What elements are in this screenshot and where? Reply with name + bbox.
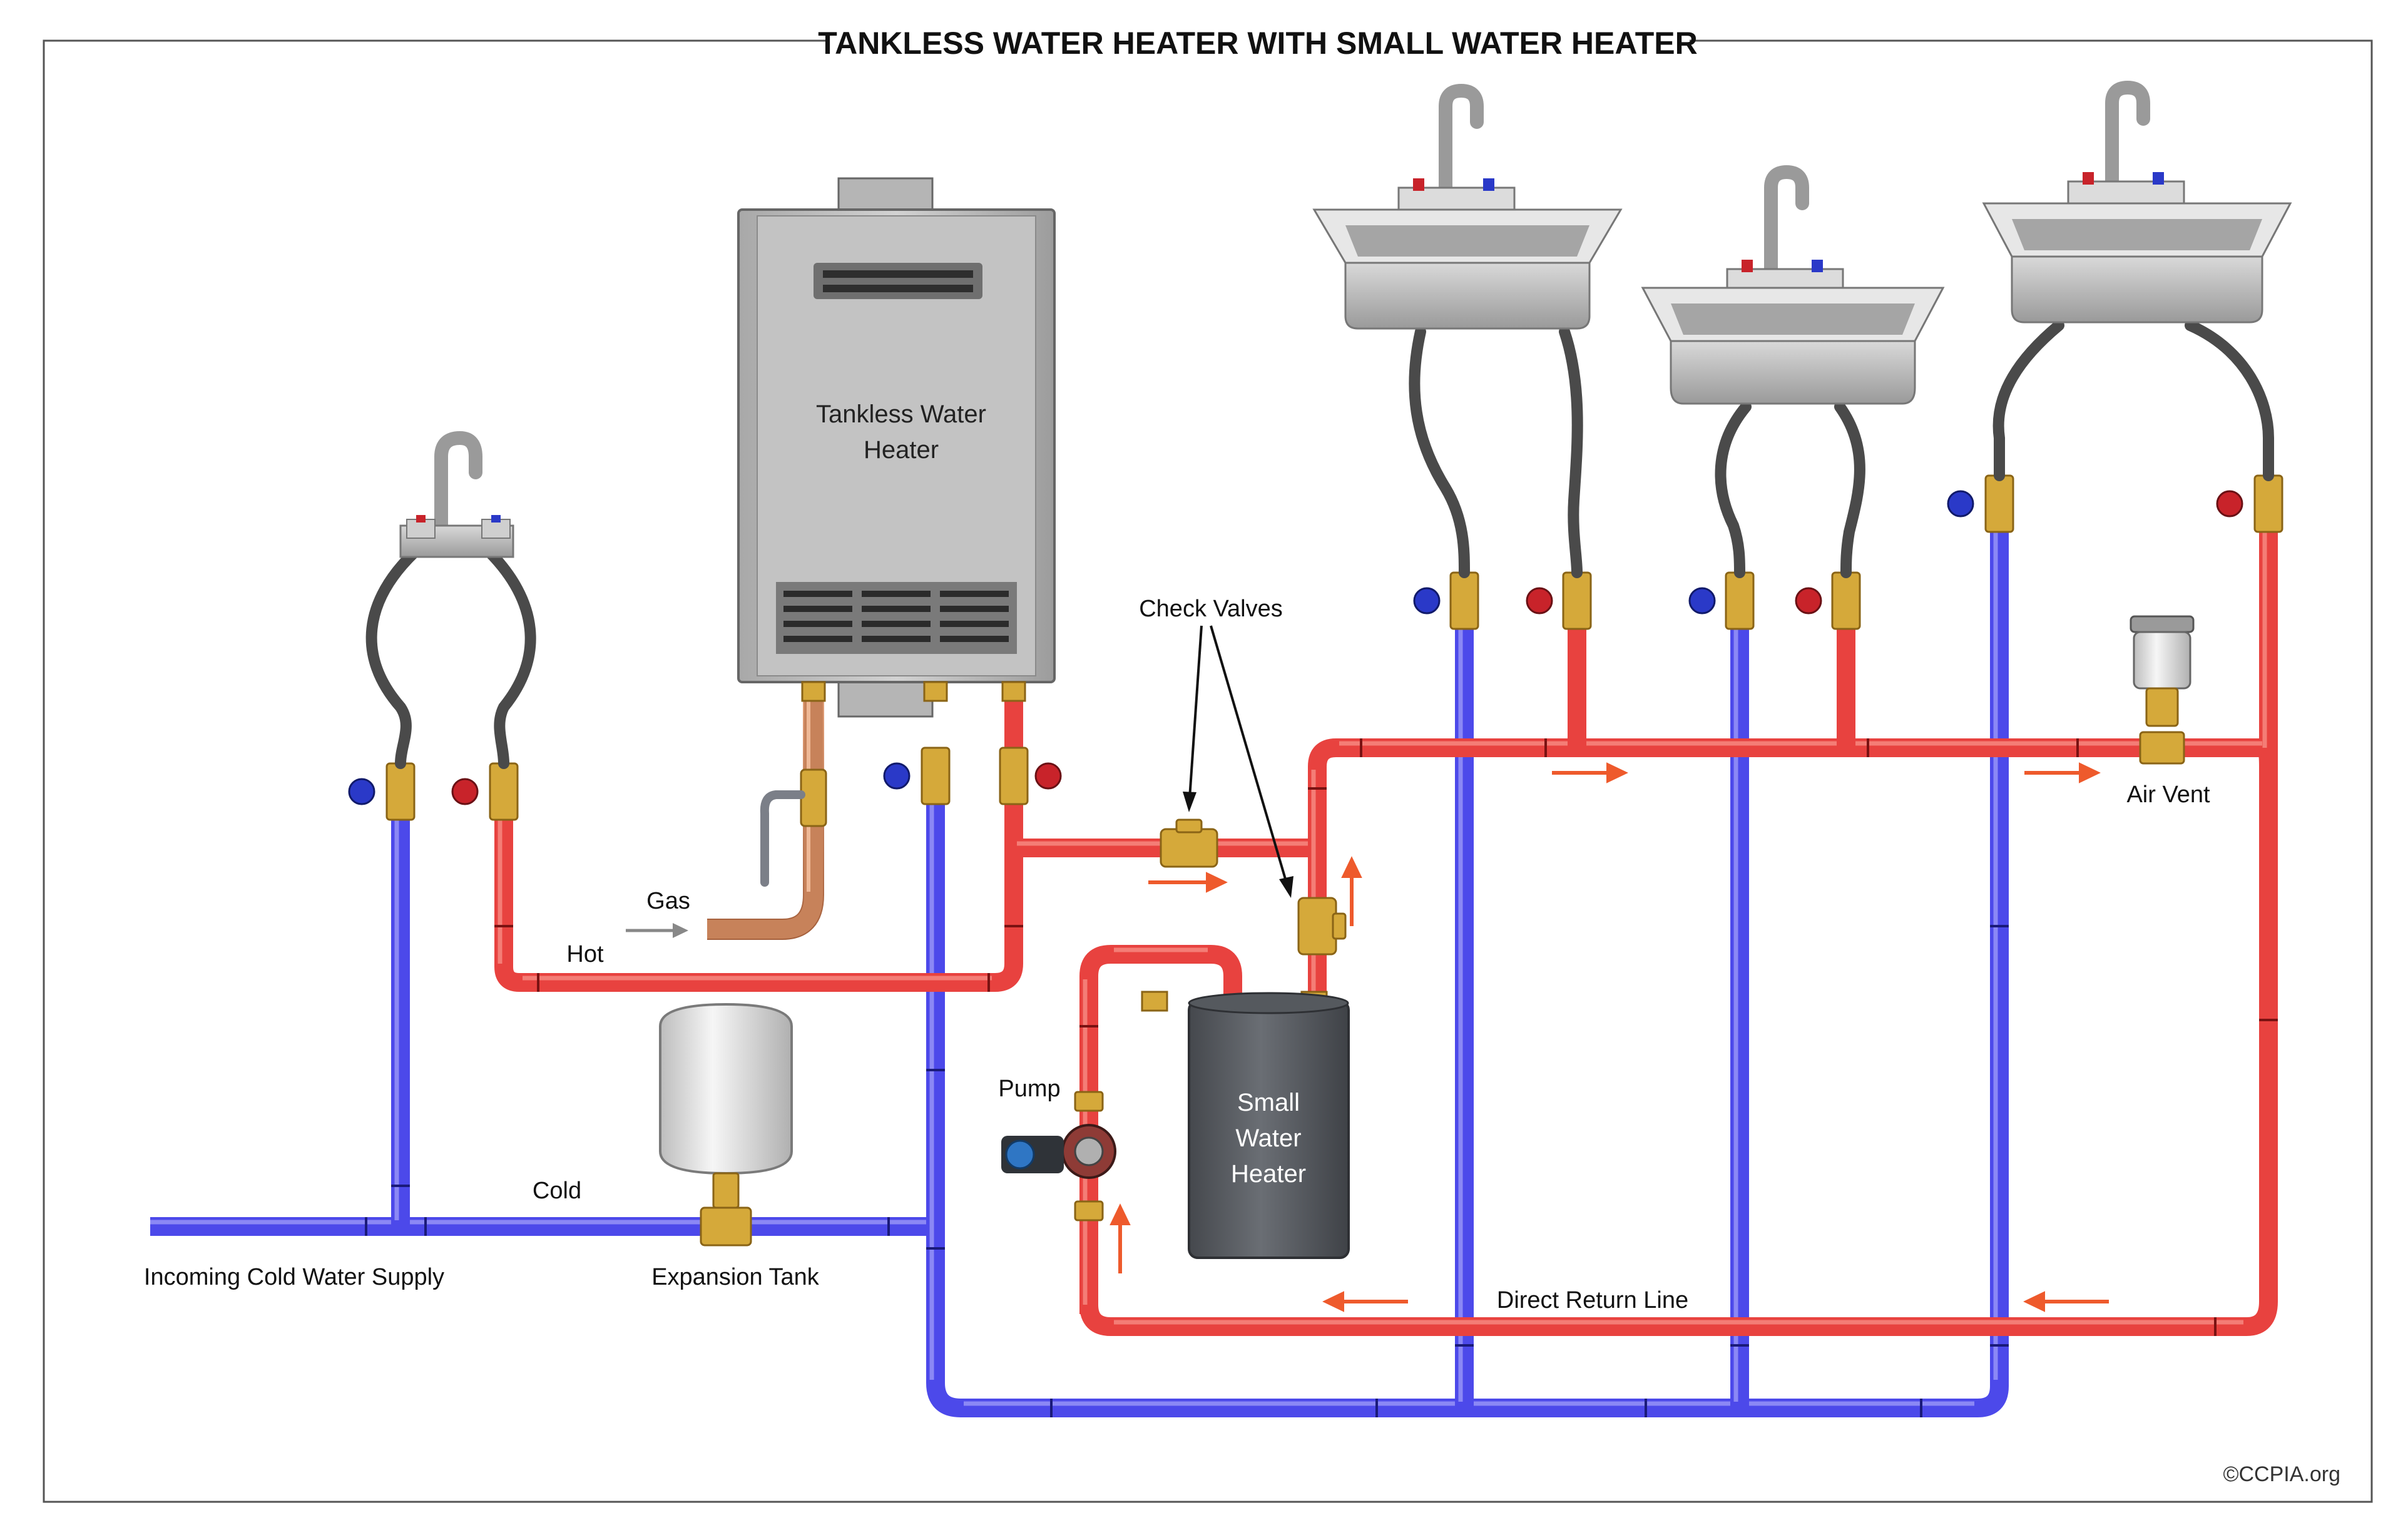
tankless-water-heater: Tankless Water Heater	[737, 177, 1056, 718]
cold-valve-handle-icon[interactable]	[1413, 587, 1441, 614]
hot-valve-handle-icon[interactable]	[1795, 587, 1822, 614]
expansion-tank-label: Expansion Tank	[651, 1264, 820, 1290]
direct-return-line-label: Direct Return Line	[1497, 1287, 1688, 1313]
cold-valve-handle-icon[interactable]	[348, 778, 375, 805]
small-heater-label-line2: Water	[1235, 1124, 1301, 1152]
hot-valve-handle-icon[interactable]	[1034, 762, 1062, 790]
cold-valve-handle-icon[interactable]	[1688, 587, 1716, 614]
gas-label: Gas	[646, 888, 690, 914]
tankless-label-line1: Tankless Water	[816, 400, 986, 428]
gas-valve-handle-icon[interactable]	[760, 790, 805, 887]
check-valve-icon	[1297, 897, 1347, 956]
small-heater-label-line3: Heater	[1231, 1160, 1306, 1188]
hot-valve-handle-icon[interactable]	[451, 778, 479, 805]
copyright-credit: ©CCPIA.org	[2223, 1462, 2340, 1486]
incoming-cold-supply-label: Incoming Cold Water Supply	[144, 1264, 444, 1290]
hot-valve-handle-icon[interactable]	[1526, 587, 1553, 614]
small-water-heater: Small Water Heater	[1141, 991, 1350, 1259]
diagram-title: TANKLESS WATER HEATER WITH SMALL WATER H…	[818, 26, 1698, 61]
hot-water-pipes	[494, 519, 2278, 1336]
small-heater-label-line1: Small	[1237, 1089, 1300, 1116]
gas-arrow-icon	[626, 923, 688, 938]
air-vent-icon	[2130, 615, 2195, 765]
check-valves-callout	[1183, 625, 1293, 898]
shutoff-valves	[348, 474, 2283, 821]
sink-icon	[1641, 165, 1945, 405]
check-valve-icon	[1160, 818, 1218, 868]
pump-label: Pump	[998, 1076, 1060, 1102]
pump-icon	[1001, 1091, 1116, 1221]
pipe-couplings	[365, 925, 2009, 1417]
hot-couplings	[494, 738, 2278, 1336]
check-valves-label: Check Valves	[1139, 596, 1283, 622]
tankless-label-line2: Heater	[864, 436, 939, 464]
sink-icon	[1982, 80, 2292, 324]
hot-valve-handle-icon[interactable]	[2216, 490, 2243, 518]
faucet-icon	[399, 431, 514, 558]
cold-label: Cold	[533, 1178, 581, 1204]
cold-valve-handle-icon[interactable]	[883, 762, 911, 790]
flow-arrow-icon	[1110, 762, 2109, 1312]
hot-label: Hot	[566, 941, 604, 967]
cold-water-pipes	[150, 513, 2009, 1417]
air-vent-label: Air Vent	[2126, 782, 2210, 808]
cold-valve-handle-icon[interactable]	[1947, 490, 1974, 518]
gas-line	[707, 698, 827, 940]
supply-hoses	[365, 320, 2274, 769]
expansion-tank-icon	[659, 1002, 793, 1247]
sink-icon	[1312, 83, 1623, 330]
